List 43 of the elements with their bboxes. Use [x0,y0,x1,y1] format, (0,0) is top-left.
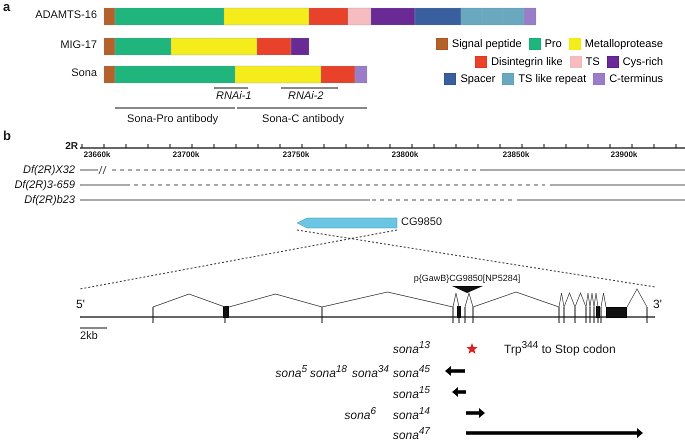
protein-name: ADAMTS-16 [35,9,97,22]
mutation-note: Trp$^{344}$ to Stop codon [504,340,616,356]
legend-label: Signal peptide [452,38,522,50]
legend-label: TS like repeat [518,73,586,85]
allele-label: sona$^{6}$ [344,406,376,422]
axis-tick-label: 23660k [84,151,110,160]
axis-tick-label: 23900k [610,151,638,160]
axis-tick-label: 23750k [282,151,310,160]
rnai-label: RNAi-2 [288,90,324,102]
end-label: 3' [653,298,662,312]
antibody-label: Sona-Pro antibody [127,113,218,126]
allele-label: sona$^{45}$ [392,364,430,380]
legend-label: Disintegrin like [491,56,563,68]
allele-label: sona$^{34}$ [352,364,389,380]
rnai-label: RNAi-1 [216,90,252,102]
axis-tick-label: 23800k [392,151,418,160]
legend-label: Spacer [460,73,496,85]
insertion-label: p{GawB}CG9850[NP5284] [414,274,520,284]
deficiency-label: Df(2R)3-659 [14,179,75,192]
allele-label: sona$^{14}$ [392,406,430,422]
axis-tick-label: 23700k [172,151,200,160]
legend-label: C-terminus [609,73,663,85]
scale-label: 2kb [80,330,98,342]
allele-label: sona$^{18}$ [310,364,347,380]
deficiency-label: Df(2R)X32 [23,164,75,176]
end-label: 5' [76,298,85,312]
axis-tick-label: 23850k [502,151,530,160]
allele-label: sona$^{13}$ [392,340,430,356]
protein-name: Sona [71,67,97,80]
panel-letter: a [3,0,10,14]
antibody-label: Sona-C antibody [262,113,344,126]
allele-label: sona$^{47}$ [392,426,430,442]
legend-label: TS [586,56,600,68]
allele-label: sona$^{5}$ [275,364,307,380]
protein-name: MIG-17 [60,39,97,52]
panel-letter: b [3,129,11,144]
legend-label: Cys-rich [622,56,663,68]
chromosome-label: 2R [65,141,78,152]
deficiency-label: Df(2R)b23 [24,194,75,206]
gene-label: CG9850 [401,216,442,228]
legend-label: Pro [544,38,562,50]
legend-label: Metalloprotease [584,38,663,50]
allele-label: sona$^{15}$ [392,385,430,402]
